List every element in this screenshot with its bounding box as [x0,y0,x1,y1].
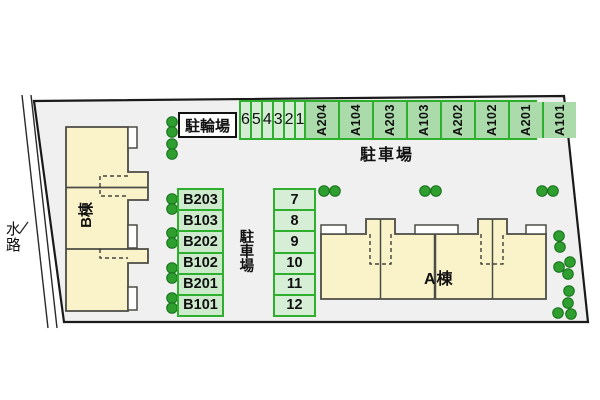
parking-column-numbered: 7 8 9 10 11 12 [273,188,316,317]
tree-icon [166,138,178,150]
parking-space-1: 1 [293,102,305,138]
parking-space-a202: A202 [440,102,474,138]
tree-icon [329,185,341,197]
tree-icon [166,126,178,138]
tree-icon [553,230,565,242]
tree-icon [166,227,178,239]
building-a-balcony-1 [320,224,347,235]
parking-space-4: 4 [260,102,272,138]
tree-icon [554,241,566,253]
building-a-balcony-2 [414,224,459,235]
parking-space-a103: A103 [406,102,440,138]
tree-icon [553,261,565,273]
tree-icon [166,116,178,128]
parking-lot-label-top: 駐車場 [360,147,415,164]
parking-space-10: 10 [275,251,314,273]
parking-lot-label-middle: 駐車場 [237,229,254,273]
parking-space-5: 5 [249,102,261,138]
tree-icon [564,256,576,268]
tree-icon [166,292,178,304]
tree-icon [166,203,178,215]
parking-space-a102: A102 [473,102,508,138]
parking-space-a204: A204 [304,102,339,138]
tree-icon [166,148,178,160]
parking-space-8: 8 [275,209,314,231]
building-b-balcony-2 [127,224,138,249]
building-a-balcony-3 [525,224,547,235]
building-b-balcony-3 [127,286,138,311]
parking-space-12: 12 [275,293,314,316]
parking-space-b103: B103 [179,209,222,231]
parking-space-b203: B203 [179,190,222,210]
building-b-balcony-1 [127,126,138,149]
parking-space-b101: B101 [179,293,222,316]
building-a-label: A棟 [424,271,454,288]
parking-space-3: 3 [271,102,283,138]
tree-icon [430,185,442,197]
parking-space-a203: A203 [372,102,407,138]
waterway-label: 水路 [3,221,21,253]
parking-space-6: 6 [241,102,250,138]
building-a-stairwell-dashed-2 [480,234,504,265]
building-a-stairwell-dashed-1 [369,234,392,265]
tree-icon [565,308,577,320]
parking-space-7: 7 [275,190,314,210]
tree-icon [547,185,559,197]
parking-space-a201: A201 [507,102,542,138]
parking-space-a104: A104 [338,102,373,138]
tree-icon [562,268,574,280]
parking-space-b201: B201 [179,272,222,294]
parking-space-11: 11 [275,272,314,294]
tree-icon [536,185,548,197]
tree-icon [562,297,574,309]
waterway-pointer-tick [19,221,29,234]
parking-space-2: 2 [282,102,294,138]
tree-icon [166,272,178,284]
tree-icon [552,307,564,319]
building-a-outline [320,218,547,300]
building-b-entrance-dashed-1 [99,175,128,197]
building-b-entrance-dashed-2 [99,249,128,259]
parking-space-b202: B202 [179,230,222,252]
parking-space-a101: A101 [541,102,576,138]
parking-space-b102: B102 [179,251,222,273]
parking-space-9: 9 [275,230,314,252]
tree-icon [563,285,575,297]
parking-row-top: 6 5 4 3 2 1 A204 A104 A203 A103 A202 A10… [239,100,576,140]
tree-icon [419,185,431,197]
tree-icon [166,302,178,314]
bicycle-parking-sign: 駐輪場 [178,112,237,138]
waterway-line-inner [30,94,58,329]
tree-icon [166,262,178,274]
tree-icon [166,193,178,205]
tree-icon [166,237,178,249]
parking-column-b-units: B203 B103 B202 B102 B201 B101 [177,188,224,317]
building-b-label: B棟 [78,202,96,228]
tree-icon [318,185,330,197]
waterway-line-outer [21,94,49,329]
